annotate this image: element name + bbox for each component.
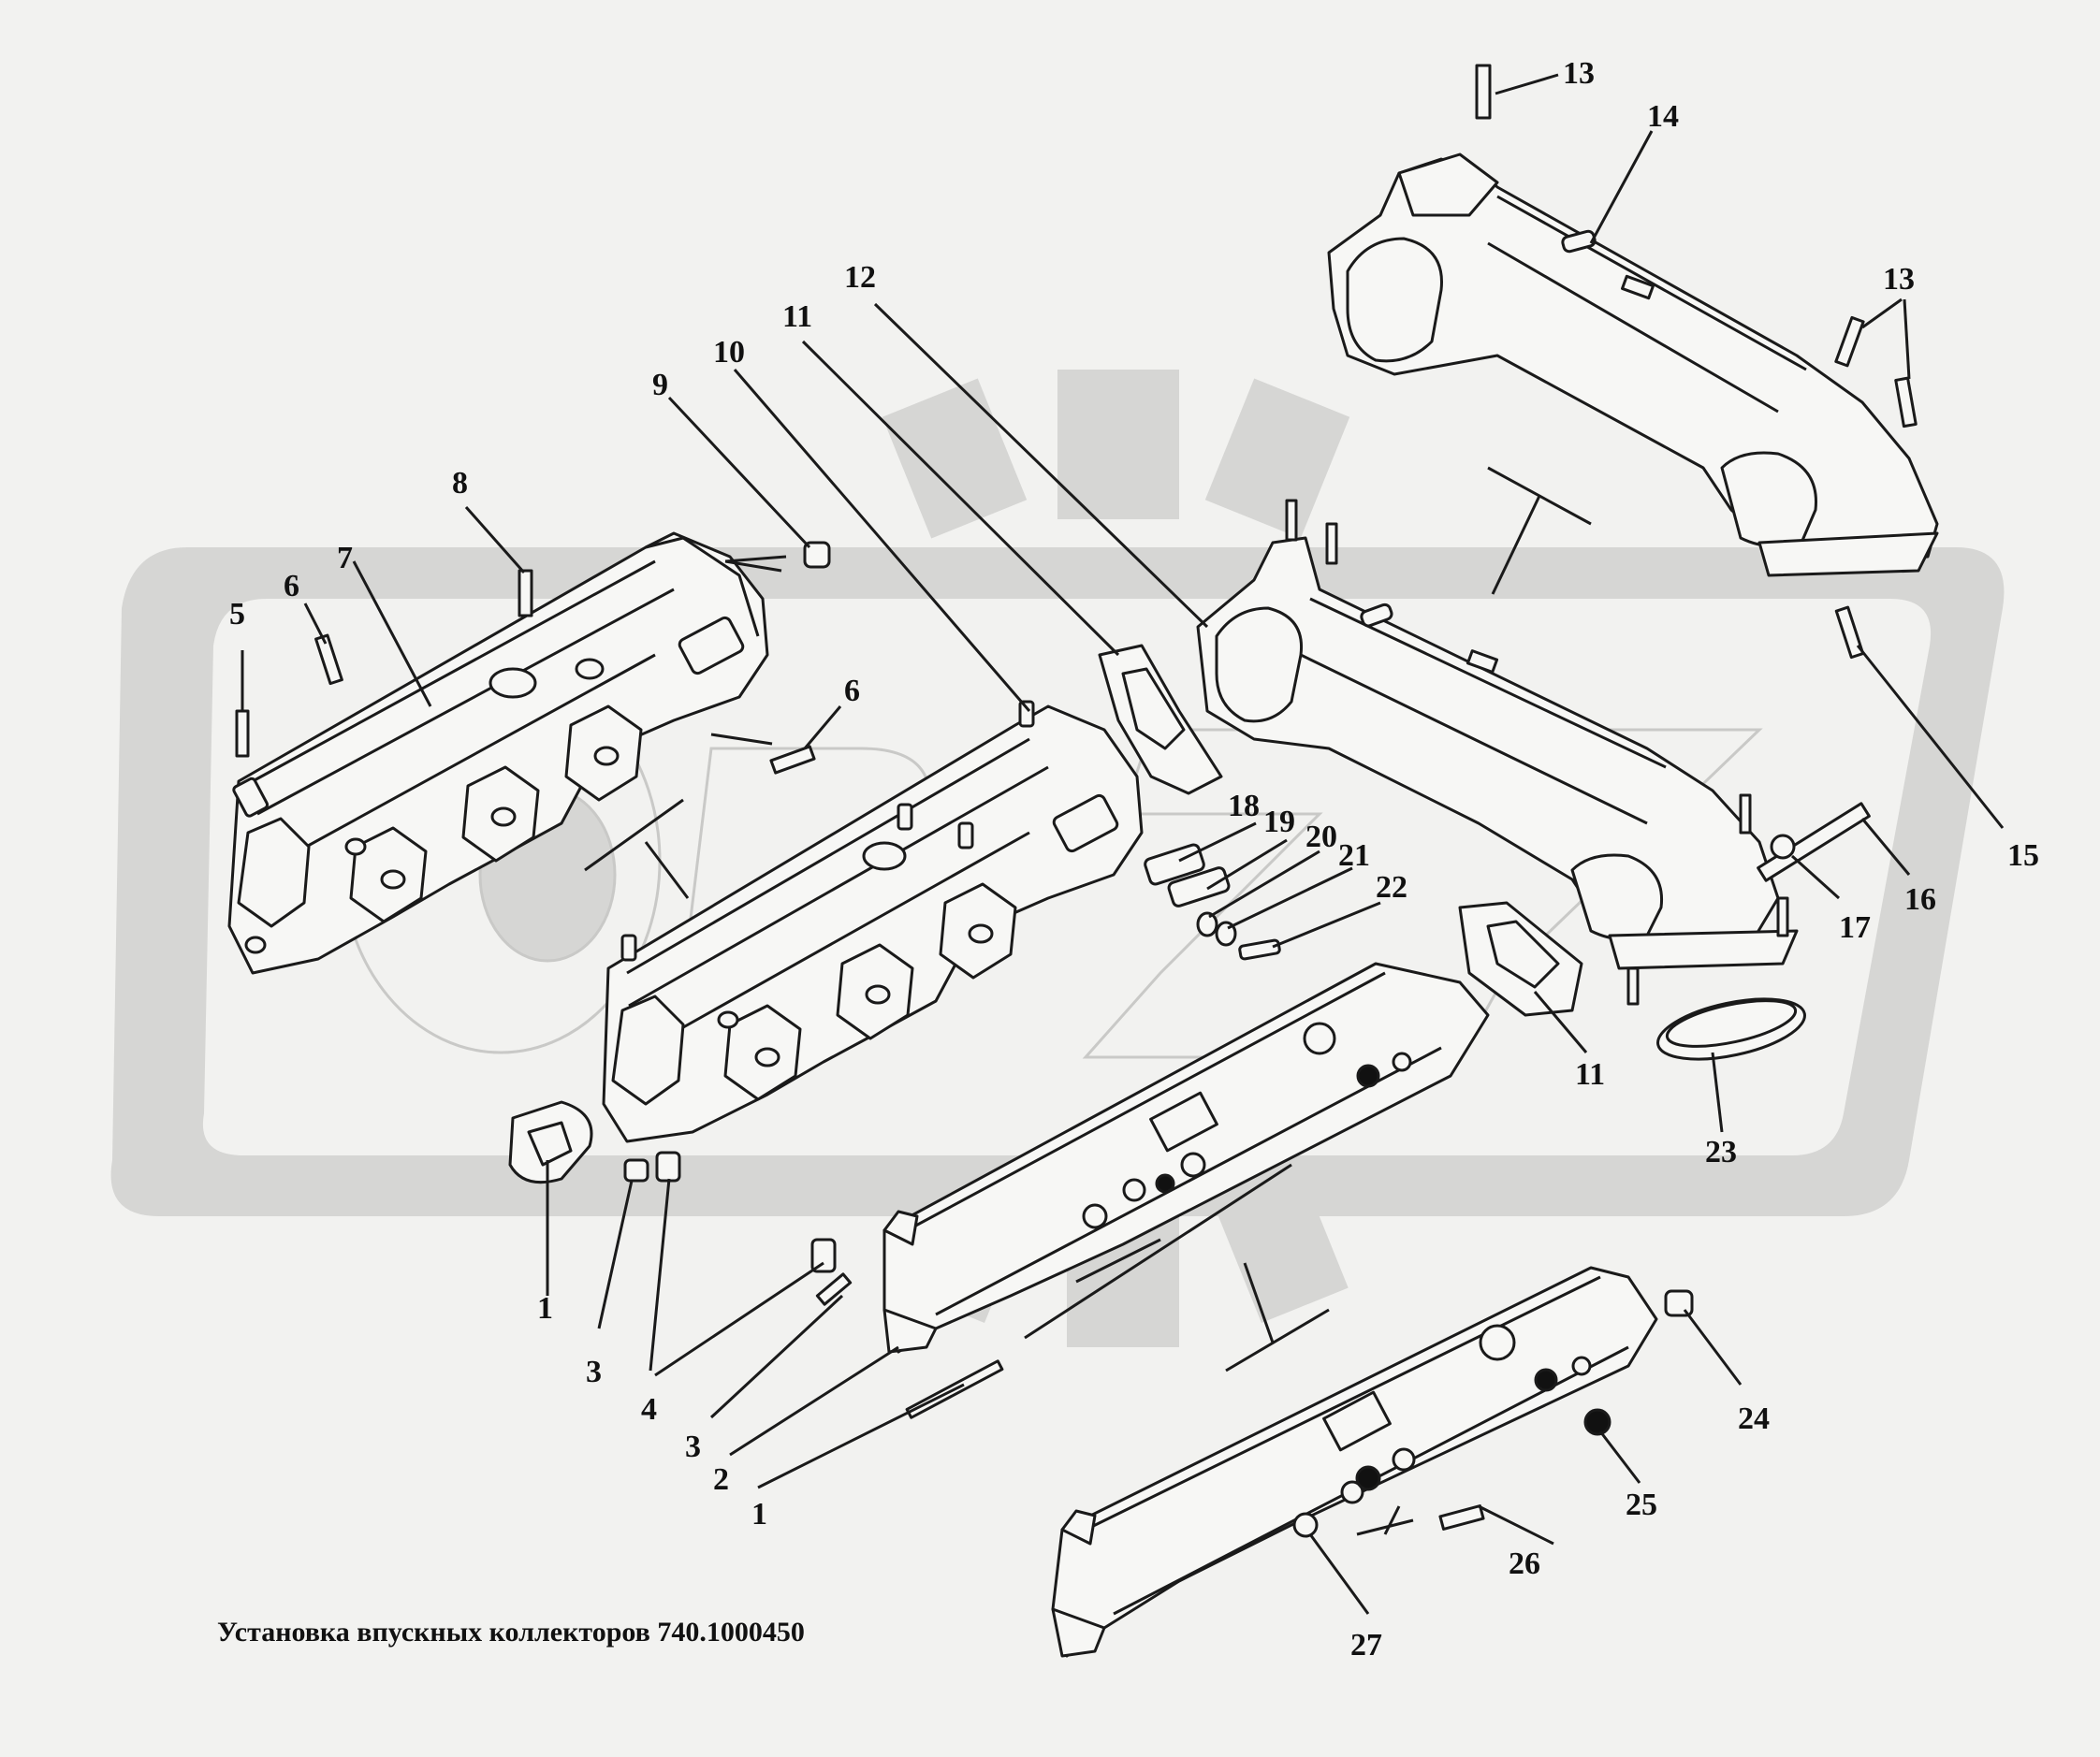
manifold-12 — [1196, 499, 1799, 1006]
callout-25: 25 — [1626, 1488, 1657, 1522]
callout-3: 3 — [685, 1430, 701, 1464]
stud-6-left — [314, 633, 343, 686]
stud-26 — [1438, 1504, 1485, 1531]
bolt-4-head — [655, 1151, 681, 1183]
callout-13: 13 — [1883, 262, 1915, 297]
manifold-7 — [227, 531, 769, 975]
callout-9: 9 — [652, 368, 668, 402]
callout-4: 4 — [641, 1392, 657, 1427]
leader-lines — [241, 73, 2005, 1615]
watermark-gear-tooth — [1057, 370, 1179, 519]
watermark-gear-tooth — [882, 378, 1028, 539]
washer-3 — [815, 1272, 853, 1306]
callout-11: 11 — [1575, 1057, 1606, 1092]
nut-3 — [623, 1158, 649, 1183]
callout-23: 23 — [1705, 1135, 1737, 1169]
bolt-22 — [1238, 938, 1281, 961]
callout-3: 3 — [586, 1355, 602, 1389]
stud-8 — [518, 569, 533, 617]
callout-20: 20 — [1305, 820, 1337, 854]
callout-19: 19 — [1263, 805, 1295, 839]
stud-6-right — [769, 745, 816, 775]
callout-6: 6 — [284, 569, 299, 603]
callout-26: 26 — [1509, 1546, 1540, 1581]
gasket-23-inner — [1665, 999, 1798, 1048]
callout-12: 12 — [844, 260, 876, 295]
callout-11: 11 — [782, 299, 813, 334]
nut-17 — [1770, 834, 1796, 860]
callout-17: 17 — [1839, 910, 1871, 945]
plug-25 — [1583, 1408, 1611, 1436]
callout-1: 1 — [751, 1497, 767, 1532]
callout-13: 13 — [1563, 56, 1595, 91]
stud-13-right-b — [1894, 376, 1918, 428]
manifold-27-lower — [1051, 1266, 1658, 1658]
nut-9 — [803, 541, 831, 569]
callout-22: 22 — [1376, 870, 1407, 905]
nut-24 — [1664, 1289, 1694, 1317]
small-parts — [235, 64, 1918, 1531]
callout-5: 5 — [229, 597, 245, 632]
callout-27: 27 — [1350, 1628, 1382, 1663]
diagram-caption: Установка впускных коллекторов 740.10004… — [217, 1617, 805, 1648]
washer-20 — [1196, 911, 1218, 937]
manifold-27-upper — [882, 962, 1490, 1354]
callout-15: 15 — [2007, 838, 2039, 873]
callout-16: 16 — [1904, 882, 1936, 917]
manifold-10 — [602, 700, 1144, 1143]
gasket-11-lower-window — [1486, 920, 1560, 989]
bolt-4 — [810, 1238, 837, 1273]
callout-24: 24 — [1738, 1401, 1770, 1436]
callout-6: 6 — [844, 674, 860, 708]
stud-13-top — [1475, 64, 1492, 120]
callout-14: 14 — [1647, 99, 1679, 134]
callout-2: 2 — [713, 1462, 729, 1497]
bolt-16 — [1757, 802, 1871, 882]
callout-21: 21 — [1338, 838, 1370, 873]
callout-18: 18 — [1228, 789, 1260, 823]
stud-15 — [1834, 605, 1865, 660]
callout-7: 7 — [337, 541, 353, 575]
gasket-11-upper-window — [1121, 667, 1186, 750]
manifold-14 — [1327, 152, 1939, 577]
gasket-1-window — [527, 1121, 573, 1167]
watermark-gear-tooth — [1204, 378, 1350, 539]
stud-5 — [235, 709, 250, 758]
callout-10: 10 — [713, 335, 745, 370]
stud-13-right-a — [1834, 315, 1865, 368]
callout-8: 8 — [452, 466, 468, 501]
callout-1: 1 — [537, 1291, 553, 1326]
